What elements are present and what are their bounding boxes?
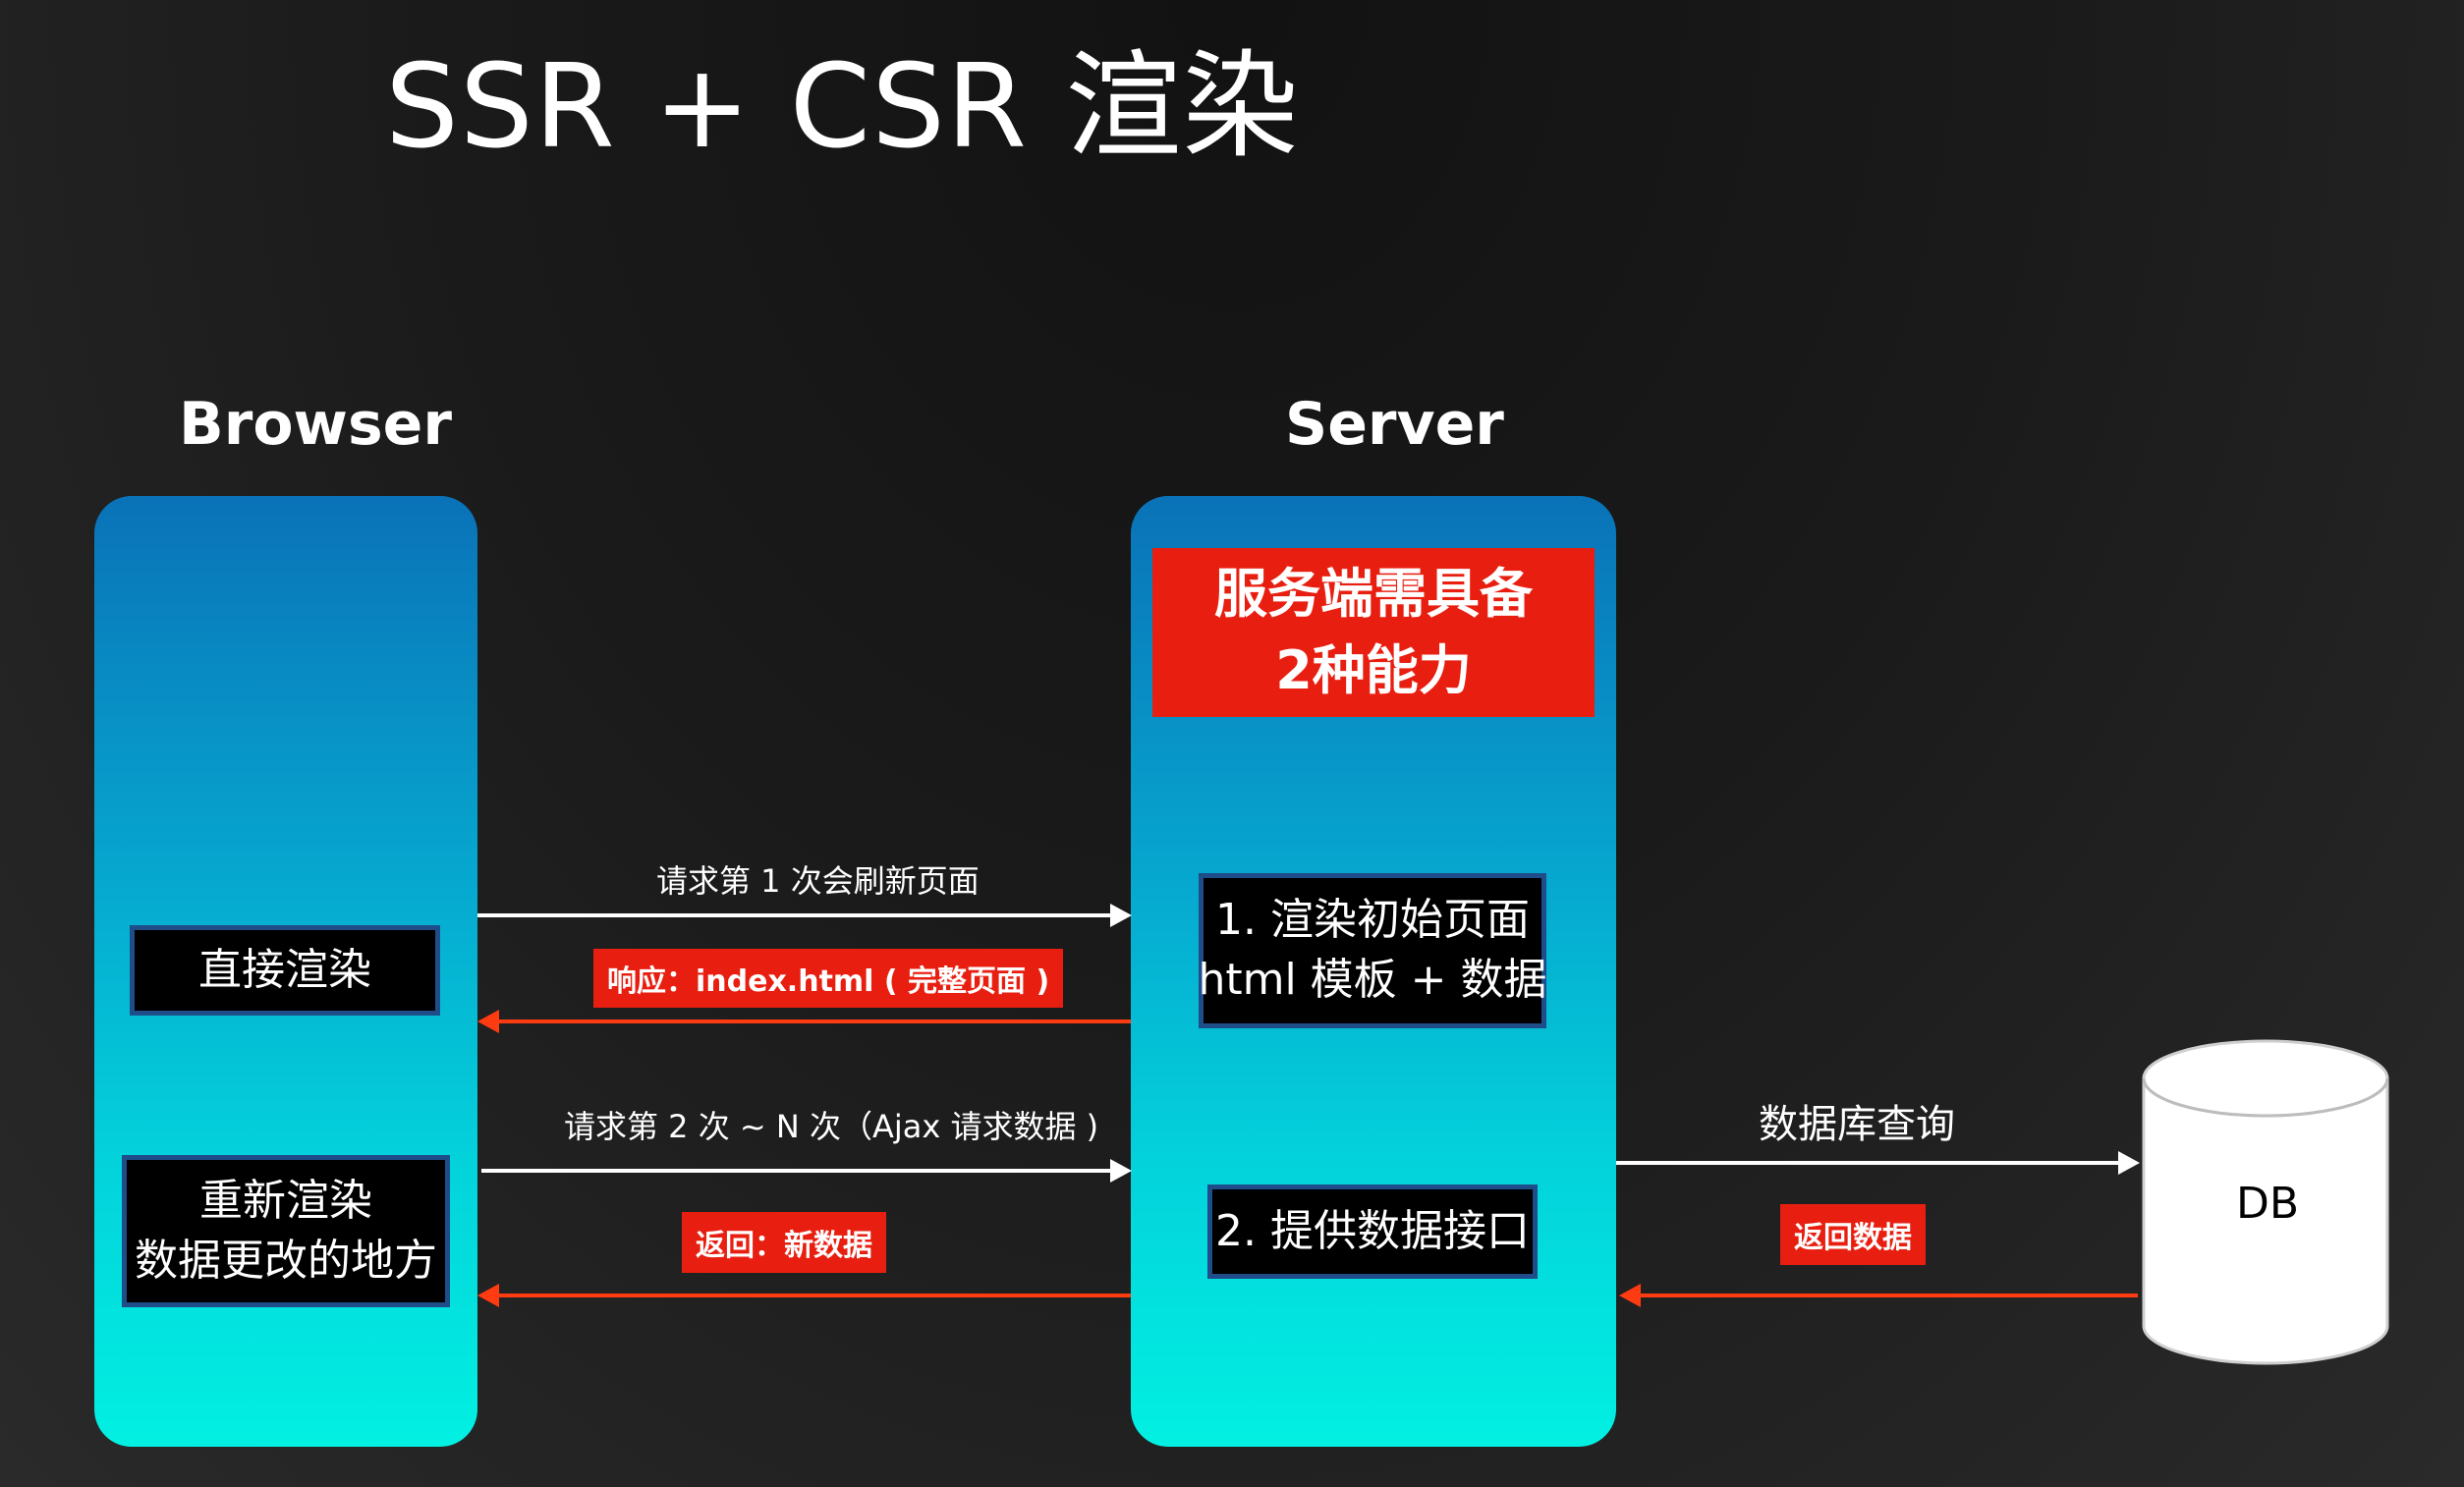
render-line1: 1. 渲染初始页面 [1215,895,1530,946]
db-return-label: 返回数据 [1794,1221,1912,1255]
server-label: Server [1285,390,1504,459]
rerender-line2: 数据更改的地方 [135,1235,437,1286]
browser-label: Browser [179,390,452,459]
rerender-box: 重新渲染 数据更改的地方 [122,1155,450,1307]
server-capability-box: 服务端需具备 2种能力 [1152,548,1595,717]
render-initial-page-box: 1. 渲染初始页面 html 模板 + 数据 [1198,873,1547,1028]
db-label: DB [2236,1179,2300,1229]
first-response-tag: 响应：index.html ( 完整页面 ) [593,949,1064,1008]
server-capability-line1: 服务端需具备 [1214,562,1533,625]
first-response-label: 响应：index.html ( 完整页面 ) [607,964,1050,999]
db-query-label: 数据库查询 [1759,1102,1955,1147]
db-return-tag: 返回数据 [1780,1204,1926,1265]
data-api-label: 2. 提供数据接口 [1215,1206,1530,1257]
rerender-line1: 重新渲染 [199,1175,372,1226]
ajax-response-tag: 返回：新数据 [682,1212,886,1273]
slide-title: SSR + CSR 渲染 [385,38,1300,174]
render-line2: html 模板 + 数据 [1198,955,1547,1005]
ajax-response-label: 返回：新数据 [696,1229,872,1263]
first-request-label: 请求第 1 次会刷新页面 [656,862,980,900]
db-cylinder [2142,1039,2389,1365]
server-capability-line2: 2种能力 [1275,639,1472,701]
data-api-box: 2. 提供数据接口 [1207,1184,1538,1279]
direct-render-label: 直接渲染 [198,945,371,996]
direct-render-box: 直接渲染 [130,925,440,1016]
ajax-request-label: 请求第 2 次 ~ N 次（Ajax 请求数据 ) [564,1108,1099,1145]
